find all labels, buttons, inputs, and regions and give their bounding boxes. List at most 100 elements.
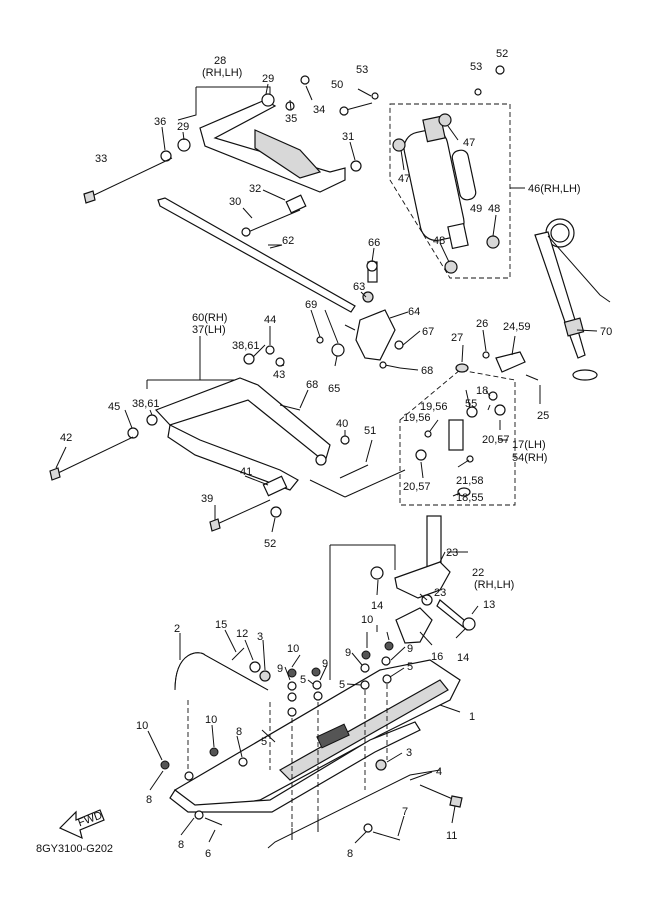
callout-8-a: 8 [236, 726, 242, 738]
callout-3-b: 3 [406, 747, 412, 759]
callout-9-b: 9 [322, 658, 328, 670]
washer-8-a [184, 771, 194, 781]
callout-9-d: 9 [407, 643, 413, 655]
long-shaft [157, 197, 356, 313]
ski-hardware [160, 641, 463, 841]
collar-5-d [382, 674, 392, 684]
callout-39: 39 [201, 493, 213, 505]
bolt-50 [345, 102, 373, 111]
callout-20-57-a: 20,57 [482, 434, 510, 446]
callout-48-b: 48 [433, 235, 445, 247]
bushing-3 [259, 670, 271, 682]
callout-43: 43 [273, 369, 285, 381]
callout-25: 25 [537, 410, 549, 422]
callout-10-a: 10 [361, 614, 373, 626]
callout-26: 26 [476, 318, 488, 330]
bushing-29-top [261, 93, 275, 107]
washer-9-d [381, 656, 391, 666]
callout-47-a: 47 [398, 173, 410, 185]
callout-38-61-b: 38,61 [132, 398, 160, 410]
callout-40: 40 [336, 418, 348, 430]
callout-8-d: 8 [178, 839, 184, 851]
bushing-47-right [438, 113, 452, 127]
washer-26 [482, 351, 490, 359]
callout-66: 66 [368, 237, 380, 249]
nut-10-e [160, 760, 170, 770]
callout-29-a: 29 [262, 73, 274, 85]
callout-3-a: 3 [257, 631, 263, 643]
callout-2: 2 [174, 623, 180, 635]
callout-18: 18 [476, 385, 488, 397]
bushing-29-left [177, 138, 191, 152]
callout-23-a: 23 [446, 547, 458, 559]
callout-32: 32 [249, 183, 261, 195]
nut-10-c [361, 650, 371, 660]
callout-41: 41 [240, 466, 252, 478]
tool-shaft [534, 231, 586, 359]
callout-52-b: 52 [264, 538, 276, 550]
callout-11: 11 [446, 830, 457, 842]
bolt-30 [247, 209, 301, 233]
cap-18 [457, 487, 471, 497]
callout-24-59: 24,59 [503, 321, 531, 333]
lower-arm-rear [167, 424, 299, 491]
callout-52-a: 52 [496, 48, 508, 60]
spindle-dashed-frame [399, 369, 516, 506]
shock-dashed-frame [389, 103, 511, 279]
washer-69 [316, 336, 324, 344]
nut-10-f [209, 747, 219, 757]
callout-15: 15 [215, 619, 227, 631]
callout-labels: 28 (RH,LH) 29 29 35 34 50 53 53 52 36 31… [60, 48, 612, 860]
lower-a-arm [154, 377, 331, 464]
bolt-25 [525, 374, 539, 381]
callout-67: 67 [422, 326, 434, 338]
ski-runner [169, 721, 421, 813]
callout-22-sub: (RH,LH) [474, 579, 514, 591]
washer-9-b [312, 680, 322, 690]
steering-arm-24 [495, 351, 526, 373]
link-assembly [316, 260, 404, 369]
callout-16: 16 [431, 651, 443, 663]
callout-33: 33 [95, 153, 107, 165]
bush-20 [494, 404, 506, 416]
washer-53-right [474, 88, 482, 96]
spindle-parts [399, 351, 539, 506]
callout-27: 27 [451, 332, 463, 344]
bolt-6 [204, 817, 223, 826]
shock-reservoir [451, 149, 477, 201]
callout-50: 50 [331, 79, 343, 91]
bolt-50-head [339, 106, 349, 116]
bolt-7 [372, 831, 401, 841]
callout-28-sub: (RH,LH) [202, 67, 242, 79]
callout-22: 22 [472, 567, 484, 579]
washer-8-d [363, 823, 373, 833]
fwd-arrow: FWD [58, 809, 105, 840]
nut-43 [275, 357, 285, 367]
callout-14-a: 14 [371, 600, 383, 612]
nut-10-a [287, 668, 297, 678]
cap-27 [455, 363, 469, 373]
shock-tool-70 [534, 218, 611, 381]
callout-37: 37(LH) [192, 324, 226, 336]
callout-31: 31 [342, 131, 354, 143]
bolt-51 [339, 464, 369, 479]
shock-absorber-assembly [389, 65, 525, 279]
callout-46: 46(RH,LH) [528, 183, 581, 195]
upper-arm-plate [254, 129, 322, 179]
callout-42: 42 [60, 432, 72, 444]
callout-47-b: 47 [463, 137, 475, 149]
collar-41 [262, 475, 288, 497]
tool-hose [547, 235, 611, 303]
callout-48-a: 48 [488, 203, 500, 215]
callout-21-58: 21,58 [456, 475, 484, 487]
washer-8-c [194, 810, 204, 820]
seal-19b [424, 430, 432, 438]
callout-53-a: 53 [356, 64, 368, 76]
ski-handle-2 [174, 652, 271, 780]
callout-68-b: 68 [421, 365, 433, 377]
collar-5-c [360, 680, 370, 690]
bolt-68-b [279, 404, 301, 411]
callout-5-d: 5 [261, 736, 267, 748]
nut-40 [340, 435, 350, 445]
